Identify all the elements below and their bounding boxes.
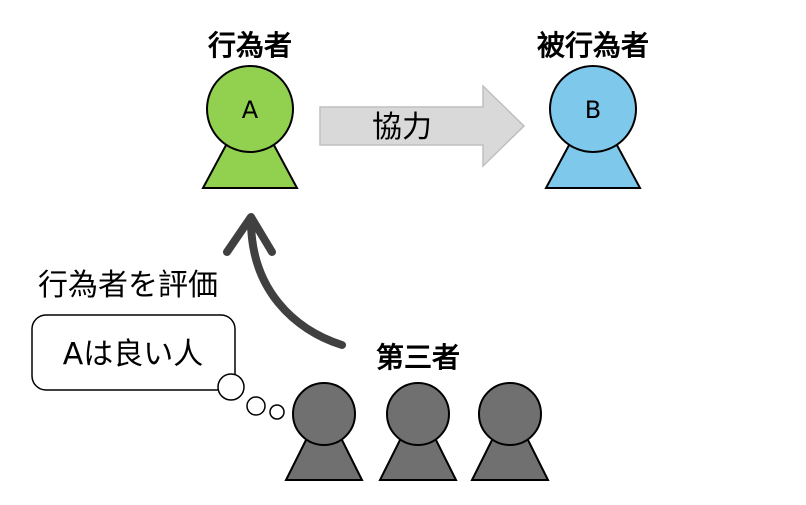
- recipient-head: [549, 65, 637, 153]
- actor-title: 行為者: [207, 29, 292, 62]
- thought-bubble: Aは良い人: [31, 314, 285, 420]
- thought-text: Aは良い人: [63, 337, 204, 372]
- thought-bubble-box: [31, 314, 236, 391]
- cooperation-arrow: 協力: [319, 84, 526, 168]
- evaluation-label: 行為者を評価: [38, 268, 218, 303]
- evaluation-arrow: [223, 213, 346, 349]
- third-party-person-3: [470, 382, 550, 481]
- cooperation-arrow-shape: [319, 84, 526, 168]
- thought-dot-small: [269, 404, 285, 420]
- evaluation-arrow-head: [223, 213, 276, 256]
- third-party-person-1: [284, 382, 364, 481]
- cooperation-label: 協力: [372, 110, 432, 145]
- third-party-head: [386, 382, 450, 446]
- third-party-head: [292, 382, 356, 446]
- recipient-title: 被行為者: [537, 29, 649, 62]
- actor-letter: A: [242, 96, 259, 124]
- recipient-letter: B: [585, 96, 601, 124]
- actor-head: [206, 65, 294, 153]
- thought-dot-large: [217, 373, 245, 401]
- thought-dot-medium: [246, 396, 266, 416]
- recipient-figure: B: [544, 65, 642, 189]
- actor-figure: A: [201, 65, 299, 189]
- third-party-person-2: [378, 382, 458, 481]
- third-party-head: [478, 382, 542, 446]
- third-party-title: 第三者: [376, 341, 460, 374]
- evaluation-arrow-curve: [246, 214, 346, 349]
